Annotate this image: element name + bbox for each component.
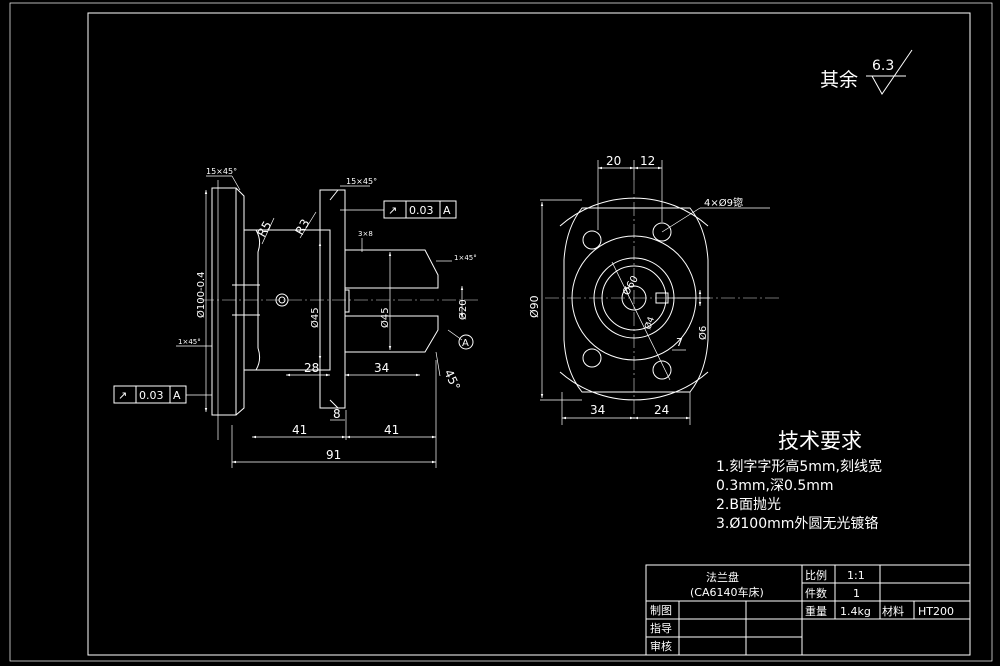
dia-45: Ø45 (309, 307, 321, 328)
roughness-symbol (866, 49, 913, 95)
dia-20: Ø20 (457, 299, 469, 320)
roughness-value: 6.3 (872, 58, 894, 74)
qty-value: 1 (853, 587, 860, 600)
svg-text:A: A (443, 204, 451, 217)
material-label: 材料 (882, 604, 904, 618)
dim-34-side: 34 (374, 361, 389, 375)
drawn-label: 制图 (650, 604, 672, 617)
svg-text:0.03: 0.03 (139, 389, 164, 402)
roughness-label: 其余 (820, 69, 858, 91)
front-dia-6: Ø6 (697, 326, 709, 340)
pin-hole (275, 293, 289, 307)
side-view: 15×45° 15×45° R5 R3 3×8 1×45° 1×45° Ø100… (113, 167, 478, 468)
svg-text:A: A (173, 389, 181, 402)
scale-label: 比例 (805, 568, 827, 582)
title-block: 法兰盘 (CA6140车床) 比例 1:1 件数 1 重量 1.4kg 材料 H… (645, 564, 971, 656)
qty-label: 件数 (805, 587, 827, 600)
svg-text:↗: ↗ (388, 204, 397, 217)
inner-border (87, 12, 971, 656)
front-dim-7: 7 (676, 336, 683, 349)
requirement-line-4: 3.Ø100mm外圆无光镀铬 (716, 515, 878, 532)
front-dim-20: 20 (606, 154, 621, 168)
part-subtitle: (CA6140车床) (690, 585, 764, 599)
front-dim-24: 24 (654, 403, 669, 417)
svg-text:↗: ↗ (118, 389, 127, 402)
datum-a: A (447, 329, 474, 350)
radius-r5: R5 (254, 219, 274, 240)
requirement-line-3: 2.B面抛光 (716, 497, 781, 513)
svg-text:0.03: 0.03 (409, 204, 434, 217)
radius-r3: R3 (292, 217, 312, 238)
bolt-hole (582, 348, 602, 368)
dim-91: 91 (326, 448, 341, 462)
chamfer-right: 15×45° (346, 177, 377, 186)
dim-41-right: 41 (384, 423, 399, 437)
front-dim-34: 34 (590, 403, 605, 417)
dia-45-hole: Ø45 (379, 307, 391, 328)
part-name: 法兰盘 (706, 570, 739, 584)
groove-label: 3×8 (358, 230, 373, 238)
front-dia-4: Ø4 (642, 315, 657, 331)
material-value: HT200 (918, 605, 954, 618)
guide-label: 指导 (650, 621, 672, 635)
holes-label: 4×Ø9锪 (704, 196, 743, 209)
fcf-left: ↗ 0.03 A (113, 385, 187, 404)
technical-requirements: 技术要求 1.刻字字形高5mm,刻线宽 0.3mm,深0.5mm 2.B面抛光 … (716, 429, 882, 532)
angle-45: 45° (441, 367, 463, 392)
bolt-hole (652, 222, 672, 242)
chamfer-left: 15×45° (206, 167, 237, 176)
dim-28: 28 (304, 361, 319, 375)
scale-value: 1:1 (847, 569, 865, 582)
svg-text:A: A (462, 338, 469, 349)
check-label: 审核 (650, 639, 672, 653)
outer-border (9, 2, 993, 662)
chamfer-inner: 1×45° (454, 254, 477, 262)
fcf-top: ↗ 0.03 A (383, 200, 457, 219)
bolt-hole (582, 230, 602, 250)
weight-value: 1.4kg (840, 605, 871, 618)
requirements-title: 技术要求 (778, 429, 862, 453)
bolt-hole (652, 360, 672, 380)
dia-100: Ø100-0.4 (195, 272, 207, 318)
front-dim-12: 12 (640, 154, 655, 168)
front-view: 20 12 4×Ø9锪 Ø90 Ø60 Ø4 Ø6 7 34 24 (528, 154, 780, 425)
chamfer-outer: 1×45° (178, 338, 201, 346)
front-dia-90: Ø90 (528, 295, 541, 318)
roughness-note: 其余 6.3 (820, 49, 913, 95)
section-hatch-bottom (344, 315, 439, 353)
weight-label: 重量 (805, 604, 827, 618)
requirement-line-1: 1.刻字字形高5mm,刻线宽 (716, 458, 882, 475)
section-hatch-top (344, 249, 439, 289)
requirement-line-2: 0.3mm,深0.5mm (716, 478, 834, 494)
dim-41-left: 41 (292, 423, 307, 437)
dim-8: 8 (333, 407, 341, 421)
